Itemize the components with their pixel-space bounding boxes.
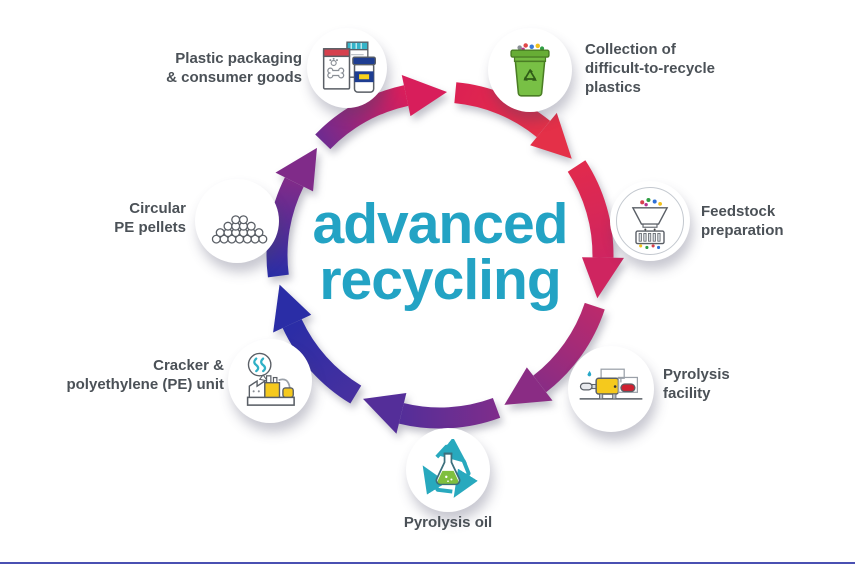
pellets-pile-icon	[211, 215, 268, 244]
flow-arrowhead	[273, 284, 312, 333]
flow-arrowhead	[275, 147, 317, 192]
node-circular-pe-pellets	[195, 179, 279, 263]
label-feedstock: Feedstock preparation	[701, 202, 831, 240]
label-collection: Collection of difficult-to-recycle plast…	[585, 40, 775, 97]
label-line: & consumer goods	[166, 69, 302, 86]
label-line: Cracker &	[153, 357, 224, 374]
title-line-1: advanced	[312, 192, 569, 256]
packaging-icon	[322, 41, 376, 93]
diagram-title: advanced recycling	[262, 192, 618, 312]
label-line: polyethylene (PE) unit	[66, 376, 224, 393]
label-line: Plastic packaging	[175, 50, 302, 67]
node-plastic-packaging	[307, 28, 387, 108]
label-line: Pyrolysis oil	[403, 514, 493, 531]
label-line: facility	[663, 385, 711, 402]
label-line: PE pellets	[114, 219, 186, 236]
flow-arrowhead	[581, 257, 624, 299]
node-cracker-pe-unit	[228, 339, 312, 423]
node-collection	[488, 28, 572, 112]
label-circular-pe-pellets: Circular PE pellets	[86, 199, 186, 237]
flow-arrowhead	[504, 367, 553, 405]
node-feedstock	[610, 181, 690, 261]
pyrolysis-plant-icon	[579, 368, 643, 400]
label-plastic-packaging: Plastic packaging & consumer goods	[120, 49, 302, 87]
inner-ring	[616, 187, 684, 255]
label-line: Feedstock	[701, 203, 776, 220]
label-line: preparation	[701, 222, 784, 239]
label-line: plastics	[585, 79, 641, 96]
label-line: Pyrolysis	[663, 366, 730, 383]
recycle-bin-icon	[510, 43, 550, 97]
label-line: Circular	[129, 200, 186, 217]
bottom-edge-line	[0, 562, 855, 564]
node-pyrolysis-facility	[568, 346, 654, 432]
label-pyrolysis-oil: Pyrolysis oil	[348, 513, 548, 532]
label-line: difficult-to-recycle	[585, 60, 716, 77]
title-line-2: recycling	[319, 248, 561, 312]
flow-arrowhead	[401, 75, 447, 117]
factory-polymer-icon	[246, 352, 295, 406]
flask-recycle-icon	[422, 439, 478, 498]
label-line: Collection of	[585, 41, 676, 58]
label-pyrolysis-facility: Pyrolysis facility	[663, 365, 783, 403]
label-cracker-pe-unit: Cracker & polyethylene (PE) unit	[40, 356, 224, 394]
node-pyrolysis-oil	[406, 428, 490, 512]
flow-arrowhead	[530, 112, 572, 159]
flow-arrowhead	[363, 392, 407, 434]
